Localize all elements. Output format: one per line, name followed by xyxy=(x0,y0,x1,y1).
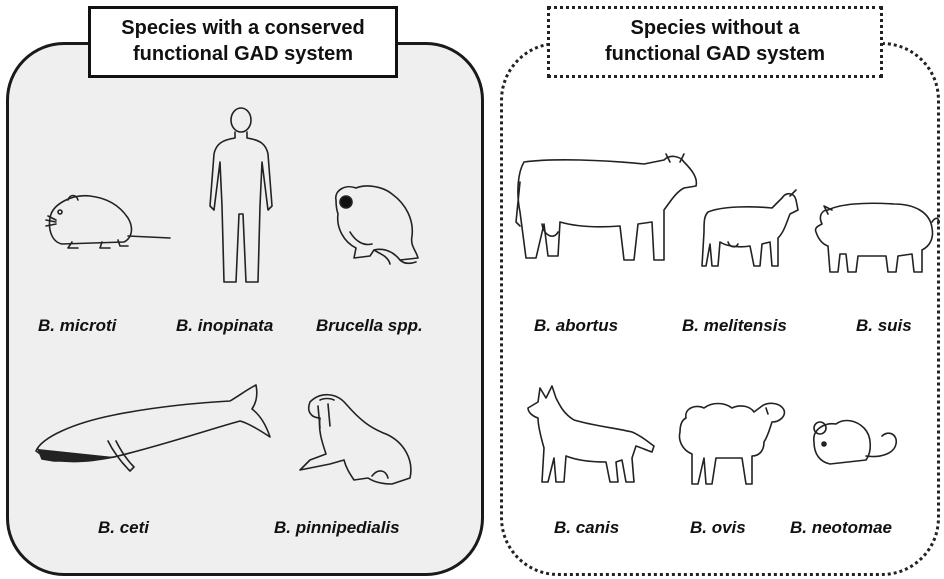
species-label-b-melitensis: B. melitensis xyxy=(682,316,787,336)
non-functional-gad-title-line-2: functional GAD system xyxy=(550,41,880,67)
sheep-icon xyxy=(676,400,788,486)
dog-icon xyxy=(524,384,656,486)
non-functional-gad-title: Species without a functional GAD system xyxy=(547,6,883,78)
conserved-gad-title-line-1: Species with a conserved xyxy=(91,15,395,41)
non-functional-gad-panel xyxy=(500,42,940,576)
goat-icon xyxy=(702,190,802,270)
human-icon xyxy=(206,106,276,286)
species-label-b-suis: B. suis xyxy=(856,316,912,336)
cow-icon xyxy=(514,152,700,264)
species-label-b-canis: B. canis xyxy=(554,518,619,538)
species-label-b-pinnipedialis: B. pinnipedialis xyxy=(274,518,400,538)
species-label-b-ovis: B. ovis xyxy=(690,518,746,538)
mouse-icon xyxy=(810,418,902,468)
conserved-gad-title-line-2: functional GAD system xyxy=(91,41,395,67)
whale-icon xyxy=(34,383,270,483)
conserved-gad-title: Species with a conserved functional GAD … xyxy=(88,6,398,78)
species-label-b-microti: B. microti xyxy=(38,316,116,336)
walrus-icon xyxy=(290,390,418,490)
non-functional-gad-title-line-1: Species without a xyxy=(550,15,880,41)
species-label-b-inopinata: B. inopinata xyxy=(176,316,273,336)
vole-icon xyxy=(42,190,177,250)
species-label-b-ceti: B. ceti xyxy=(98,518,149,538)
species-label-brucella-spp: Brucella spp. xyxy=(316,316,423,336)
species-label-b-neotomae: B. neotomae xyxy=(790,518,892,538)
frog-icon xyxy=(330,184,422,266)
species-label-b-abortus: B. abortus xyxy=(534,316,618,336)
pig-icon xyxy=(814,200,940,274)
